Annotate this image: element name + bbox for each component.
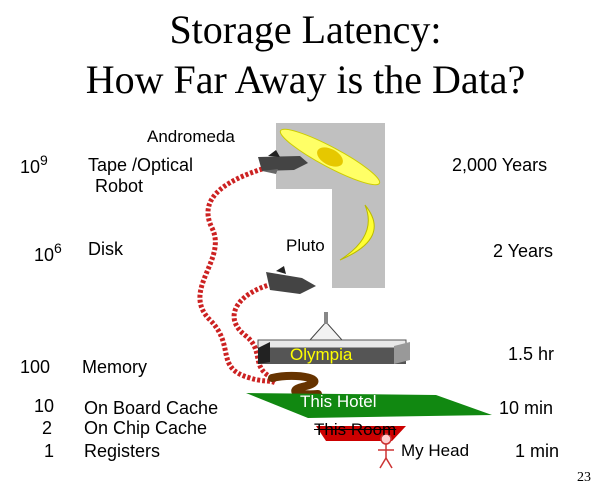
magnitude-memory: 100	[20, 357, 51, 377]
moon-icon	[339, 204, 375, 261]
analogy-this-hotel: This Hotel	[300, 392, 377, 411]
time-memory: 1.5 hr	[508, 344, 555, 364]
page-number: 23	[577, 470, 591, 485]
analogy-this-room: This Room	[314, 420, 397, 439]
hotel-plane	[246, 393, 492, 418]
title-line-2: How Far Away is the Data?	[85, 57, 526, 102]
red-path-pluto	[231, 281, 279, 383]
space-shuttle-icon	[258, 150, 308, 174]
label-tape: Tape /Optical	[88, 155, 194, 175]
time-disk: 2 Years	[493, 241, 554, 261]
label-memory: Memory	[82, 357, 148, 377]
magnitude-tape: 109	[20, 152, 48, 177]
magnitude-registers: 1	[44, 441, 55, 461]
time-registers: 1 min	[515, 441, 560, 461]
label-onboard-cache: On Board Cache	[84, 398, 219, 418]
stick-figure-icon	[378, 433, 394, 469]
magnitude-onboard-cache: 10	[34, 396, 55, 416]
space-shuttle-icon	[266, 266, 316, 294]
galaxy-icon	[279, 128, 381, 186]
magnitude-disk: 106	[34, 240, 62, 265]
time-tape: 2,000 Years	[452, 155, 548, 175]
red-path-andromeda	[197, 163, 278, 386]
label-disk: Disk	[88, 239, 123, 259]
analogy-olympia: Olympia	[290, 345, 353, 364]
magnitude-onchip-cache: 2	[42, 418, 53, 438]
analogy-andromeda: Andromeda	[147, 127, 235, 146]
label-onchip-cache: On Chip Cache	[84, 418, 208, 438]
label-robot: Robot	[95, 176, 144, 196]
label-registers: Registers	[84, 441, 161, 461]
analogy-my-head: My Head	[401, 441, 470, 460]
analogy-pluto: Pluto	[286, 236, 325, 255]
building-icon	[257, 312, 410, 364]
title-line-1: Storage Latency:	[169, 7, 442, 52]
time-onboard-cache: 10 min	[499, 398, 554, 418]
